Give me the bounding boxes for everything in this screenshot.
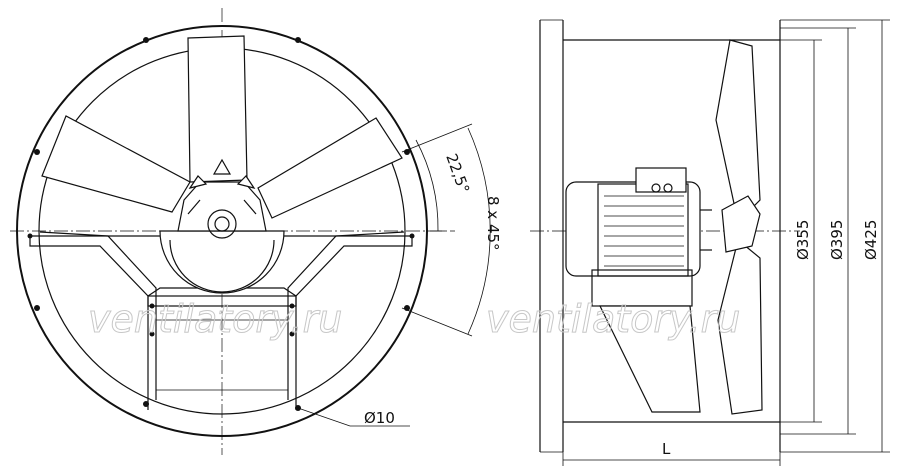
diameter-inner-label: Ø355 [794, 220, 812, 260]
blade-top [187, 35, 248, 183]
side-blade-upper [715, 39, 761, 224]
bolt-pattern-label: 8 x 45° [484, 196, 502, 251]
diameter-outer-label: Ø425 [862, 220, 880, 260]
support-strut-right [295, 236, 413, 410]
diameter-dimension-lines [780, 19, 890, 453]
hole-diameter-label: Ø10 [364, 409, 395, 427]
angle-half-label: 22,5° [442, 151, 473, 196]
side-blade-lower [717, 238, 763, 415]
side-hub [721, 195, 761, 253]
blade-left [41, 115, 191, 213]
side-view: Ø355 Ø395 Ø425 L [530, 19, 890, 466]
blade-right [257, 117, 403, 219]
watermark-right: ventilatory.ru [486, 297, 740, 341]
terminal-box [635, 167, 687, 193]
motor-cooling-fins [604, 195, 684, 267]
hub [177, 181, 267, 232]
support-strut-left-inner [39, 231, 157, 400]
front-view: 22,5° 8 x 45° Ø10 [10, 8, 502, 455]
motor-mount-plate [147, 295, 297, 307]
side-support-bracket [599, 305, 701, 413]
watermark-left: ventilatory.ru [88, 297, 342, 341]
outer-flange-ring [16, 25, 428, 437]
support-strut-left [29, 236, 149, 410]
length-label: L [662, 440, 671, 458]
hub-center [207, 209, 237, 239]
flange-bolts [27, 37, 415, 411]
support-strut-right-inner [287, 231, 405, 400]
motor-housing [159, 230, 285, 294]
diameter-mid-label: Ø395 [828, 220, 846, 260]
